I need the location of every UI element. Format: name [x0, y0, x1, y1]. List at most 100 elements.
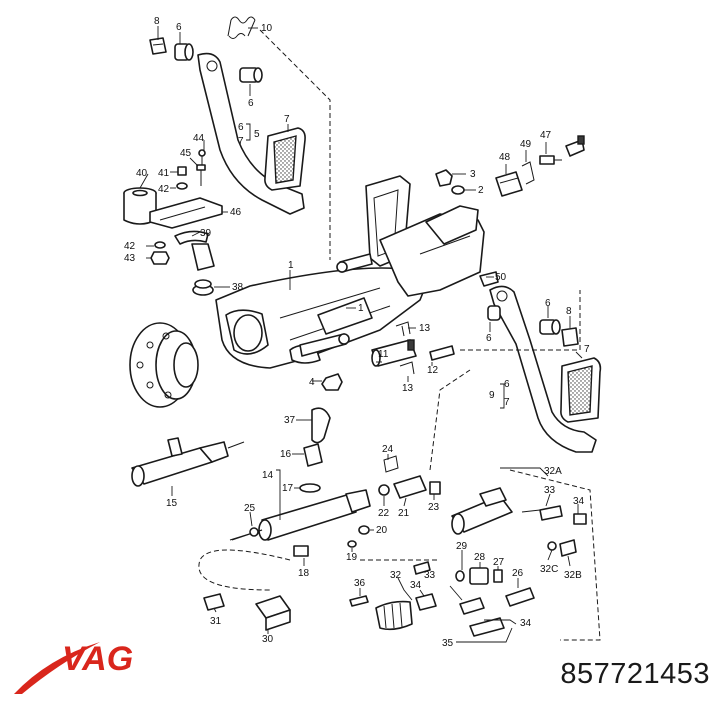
callout-32c: 32C [540, 564, 558, 575]
clip-24 [383, 455, 399, 473]
bushing-right [487, 305, 501, 321]
pin-36 [349, 595, 369, 607]
connector-50 [479, 271, 499, 287]
nut-41 [177, 166, 187, 176]
pin-47 [539, 155, 562, 165]
callout-25: 25 [244, 503, 256, 514]
callout-40: 40 [136, 168, 148, 179]
switch-48 [495, 171, 523, 197]
callout-8: 8 [566, 306, 572, 317]
bracket-30 [255, 595, 291, 631]
wheel-hub-flange [129, 322, 199, 408]
callout-7: 7 [284, 114, 290, 125]
callout-16: 16 [280, 449, 292, 460]
callout-47: 47 [540, 130, 552, 141]
callout-19: 19 [346, 552, 358, 563]
plug-top-right [565, 135, 585, 157]
callout-14: 14 [262, 470, 274, 481]
clip-49 [521, 161, 535, 185]
washer-22 [378, 484, 390, 496]
callout-6: 6 [545, 298, 551, 309]
pedal-shaft [299, 333, 350, 357]
callout-9: 9 [489, 390, 495, 401]
pedal-pad-upper [264, 127, 306, 191]
brake-switch-11 [371, 339, 417, 367]
callout-2: 2 [478, 185, 484, 196]
callout-33: 33 [544, 485, 556, 496]
callout-45: 45 [180, 148, 192, 159]
callout-50: 50 [495, 272, 507, 283]
master-cylinder-15 [131, 437, 245, 487]
hose-connector [191, 243, 215, 271]
rod-33-lower [415, 593, 437, 611]
callout-32: 32 [390, 570, 402, 581]
callout-48: 48 [499, 152, 511, 163]
washer-32c [547, 541, 557, 551]
callout-5: 5 [254, 129, 260, 140]
cable-routing-dashed [198, 29, 601, 641]
washer-2 [451, 185, 465, 195]
callout-31: 31 [210, 616, 222, 627]
callout-3: 3 [470, 169, 476, 180]
bolt-32b [559, 539, 577, 557]
callout-32b: 32B [564, 570, 582, 581]
callout-7: 7 [504, 397, 510, 408]
clip-31 [203, 593, 225, 611]
nut-27 [493, 569, 503, 583]
callout-30: 30 [262, 634, 274, 645]
clip-upper-left [149, 37, 167, 55]
callout-26: 26 [512, 568, 524, 579]
callout-20: 20 [376, 525, 388, 536]
pushrod-25 [231, 527, 263, 541]
callout-27: 27 [493, 557, 505, 568]
rod-35 [469, 617, 505, 637]
callout-6: 6 [176, 22, 182, 33]
grommet-38 [192, 279, 214, 296]
washer-29 [455, 570, 465, 582]
fork-21 [393, 475, 427, 499]
callout-32a: 32A [544, 466, 562, 477]
callout-22: 22 [378, 508, 390, 519]
callout-28: 28 [474, 552, 486, 563]
bushing-6-right [539, 319, 561, 335]
fitting-26 [505, 587, 535, 607]
callout-1: 1 [358, 303, 364, 314]
hose-37 [311, 407, 331, 444]
callout-34: 34 [573, 496, 585, 507]
nut-20 [358, 525, 370, 535]
grommet-19 [347, 540, 357, 548]
pin-23 [429, 481, 441, 495]
rod-34-lower [459, 597, 485, 615]
clutch-pedal-arm [489, 285, 597, 453]
cap-34 [573, 513, 587, 525]
callout-1: 1 [288, 260, 294, 271]
clip-8-right [561, 327, 579, 347]
callout-10: 10 [261, 23, 273, 34]
callout-24: 24 [382, 444, 394, 455]
logo-swoosh [14, 642, 100, 694]
callout-39: 39 [200, 228, 212, 239]
callout-17: 17 [282, 483, 294, 494]
callout-18: 18 [298, 568, 310, 579]
clip-13-lower [399, 361, 415, 375]
callout-23: 23 [428, 502, 440, 513]
bolt-33 [521, 505, 563, 521]
callout-34: 34 [410, 580, 422, 591]
bushing-upper-left [174, 43, 194, 61]
callout-46: 46 [230, 207, 242, 218]
callout-42: 42 [158, 184, 170, 195]
bolt-18 [293, 545, 309, 557]
screw-44 [198, 149, 206, 166]
callout-29: 29 [456, 541, 468, 552]
washer-42-bottom [154, 241, 166, 249]
callout-42: 42 [124, 241, 136, 252]
bushing-pedal [239, 67, 263, 83]
logo-wordmark: VAG [62, 640, 133, 678]
callout-4: 4 [309, 377, 315, 388]
hose-33-upper [413, 561, 431, 575]
callout-6: 6 [486, 333, 492, 344]
reservoir-bracket [149, 197, 223, 229]
callout-labels: 8 6 10 6 7 6 7 5 44 45 40 41 42 46 39 42… [124, 16, 590, 649]
callout-6: 6 [248, 98, 254, 109]
